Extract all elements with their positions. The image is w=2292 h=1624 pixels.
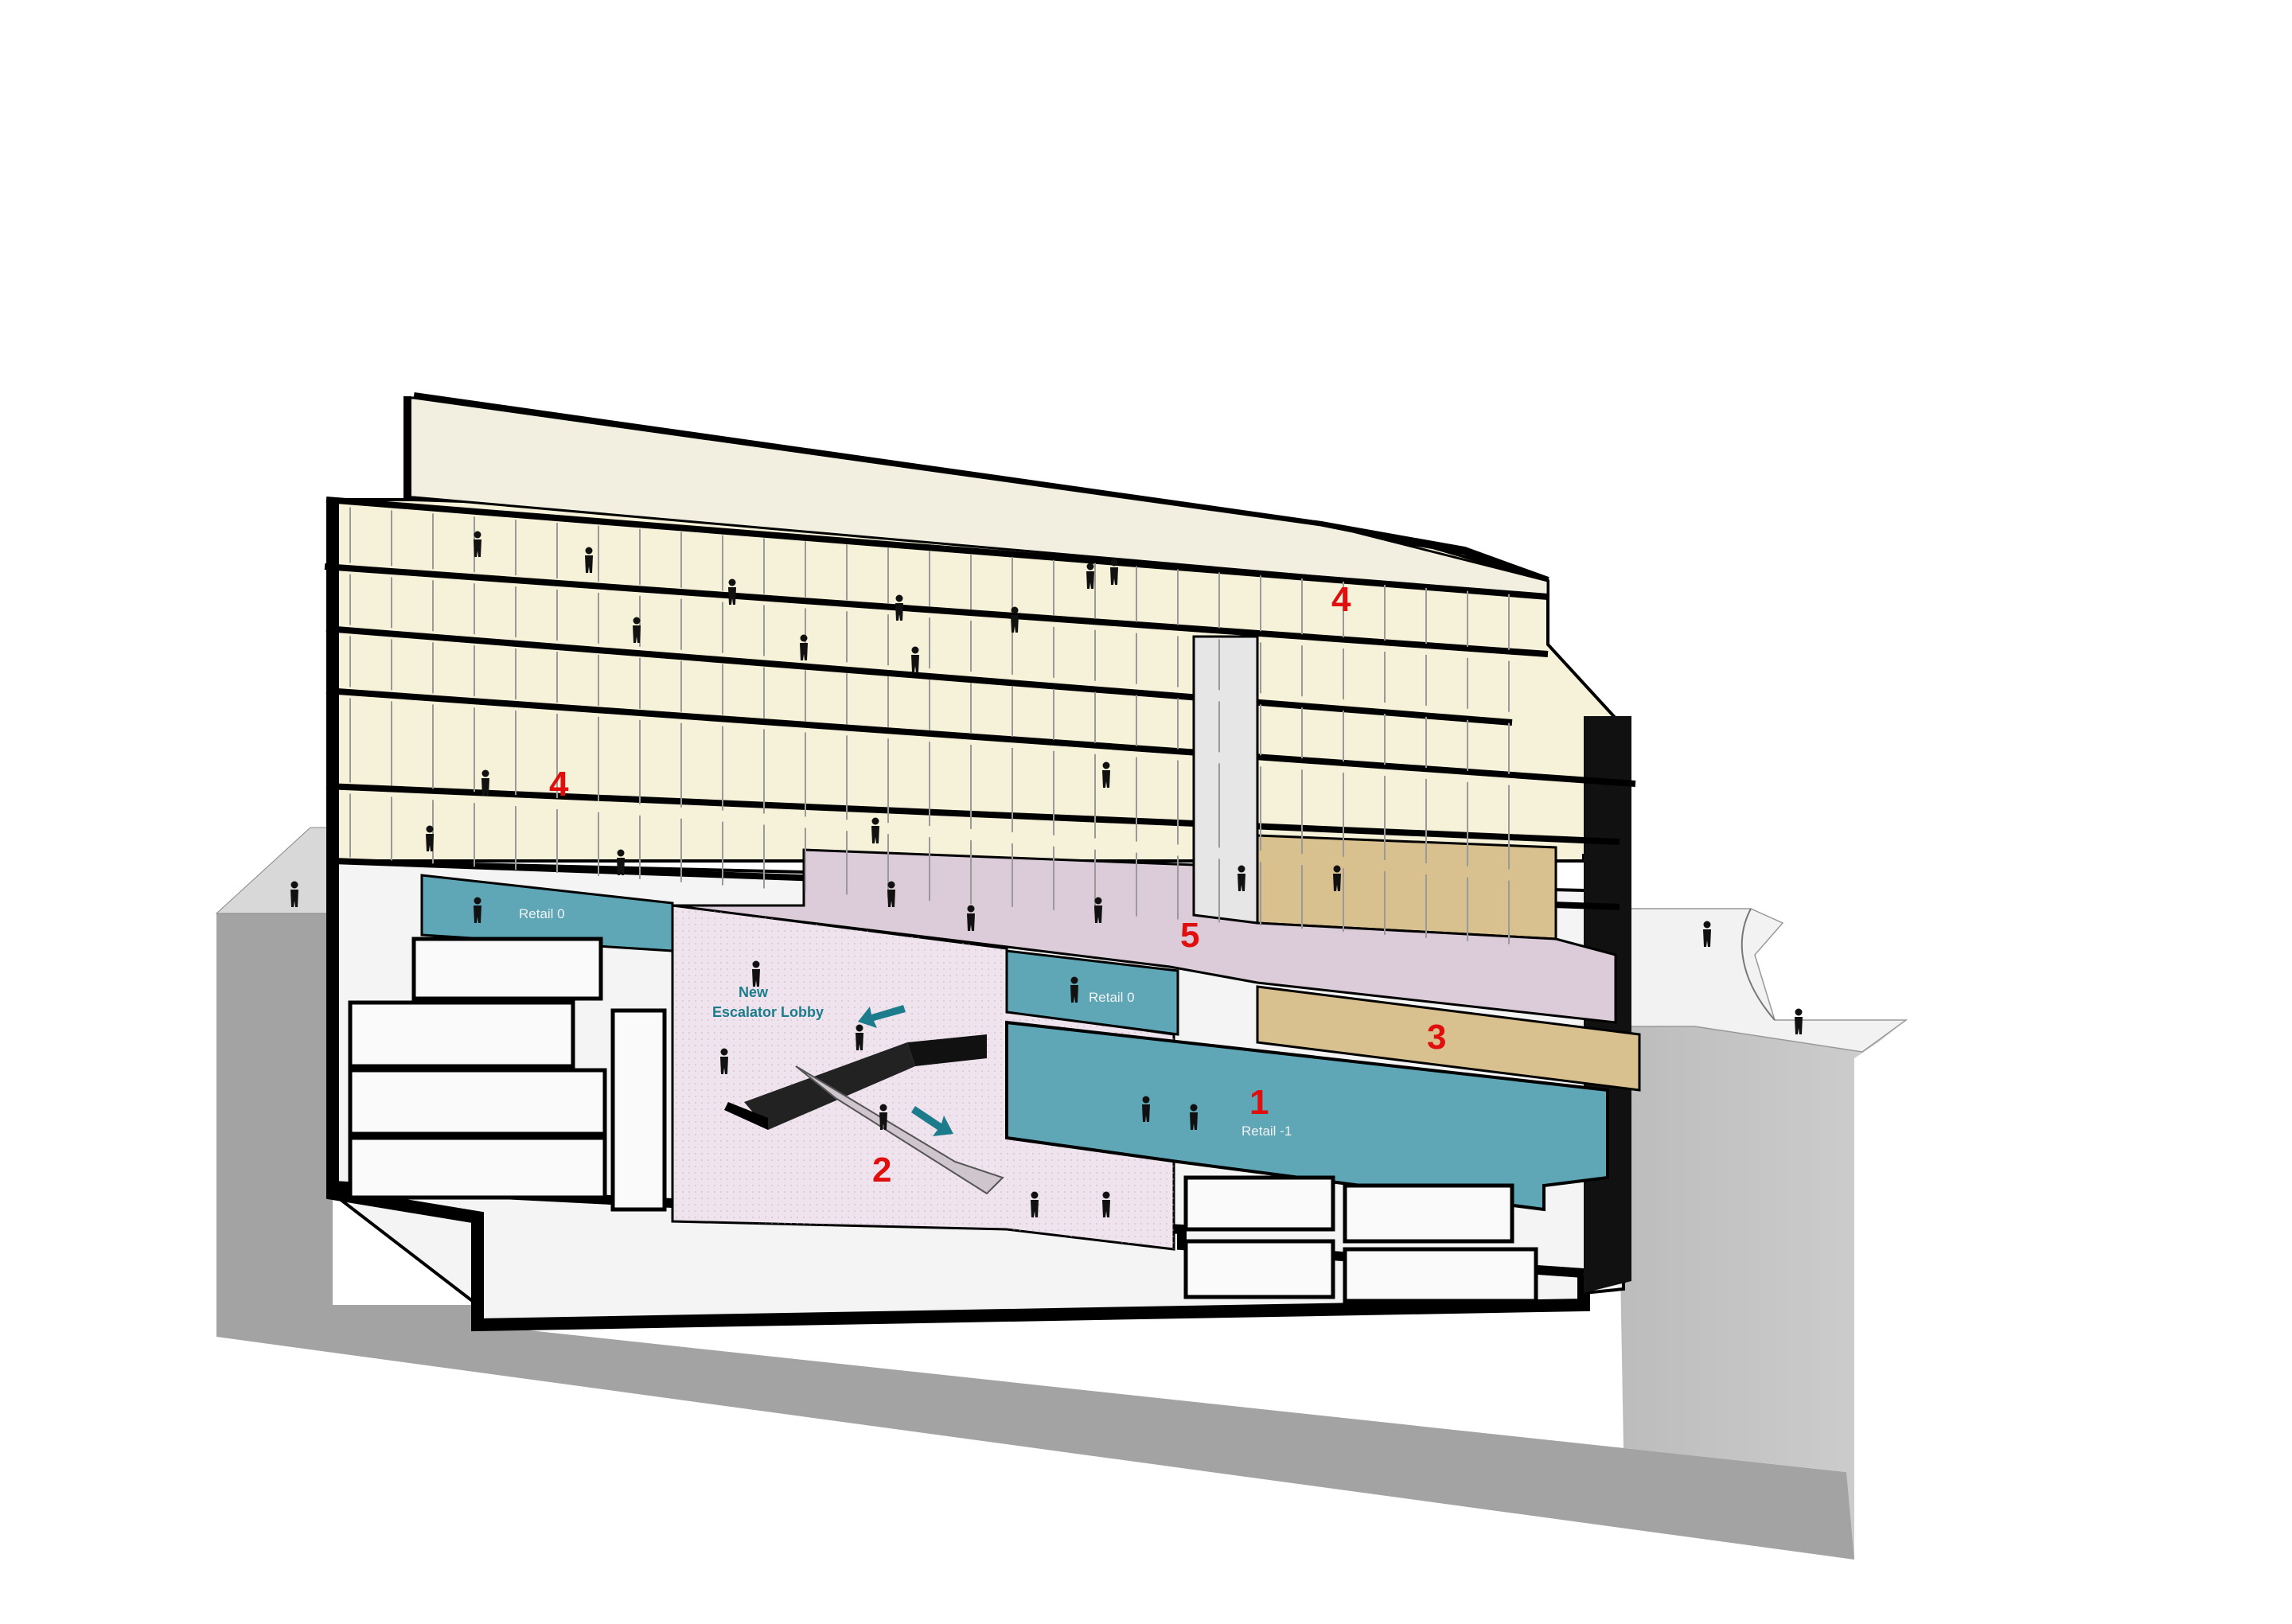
escalator-treads [795, 1065, 1004, 1195]
ground-right-face [1616, 999, 1906, 1560]
person-silhouette [1333, 865, 1341, 891]
person-silhouette [1110, 559, 1118, 585]
arrow-right-icon [911, 1106, 953, 1136]
person-silhouette [1102, 761, 1110, 788]
person-silhouette [481, 769, 489, 796]
marker-4-top: 4 [1331, 580, 1351, 619]
person-silhouette [426, 825, 434, 851]
ground-top-left [215, 827, 333, 914]
person-silhouette [856, 1024, 863, 1050]
person-silhouette [633, 617, 641, 643]
person-silhouette [1086, 563, 1094, 589]
person-silhouette [290, 881, 298, 907]
retail-0-left-zone [420, 874, 674, 952]
office-mullions [349, 507, 1510, 944]
retail-minus-1-label: Retail -1 [1242, 1124, 1292, 1139]
marker-1: 1 [1249, 1083, 1269, 1122]
lobby-arrows [858, 1005, 953, 1136]
person-silhouette [871, 817, 879, 843]
lobby-dots [672, 905, 1174, 1249]
lobby-callout-line2: Escalator Lobby [712, 1004, 824, 1020]
person-silhouette [1031, 1191, 1039, 1217]
person-silhouette [1094, 897, 1102, 923]
escalator-upper-landing [907, 1034, 987, 1066]
ground-top-right [1623, 908, 1908, 1053]
person-silhouette [617, 849, 625, 875]
escalator-lower [724, 1102, 768, 1130]
person-silhouette [728, 578, 736, 605]
person-silhouette [887, 881, 895, 907]
retail-0-left-label: Retail 0 [519, 906, 565, 921]
person-silhouette [1142, 1096, 1150, 1122]
people-silhouettes [290, 531, 1803, 1217]
lobby-callout-line1: New [739, 984, 769, 1000]
person-silhouette [1703, 921, 1711, 947]
person-silhouette [879, 1104, 887, 1130]
basement-rooms [348, 937, 1538, 1303]
person-silhouette [1011, 606, 1019, 633]
person-silhouette [585, 547, 593, 573]
person-silhouette [1795, 1008, 1803, 1034]
retail-0-right-label: Retail 0 [1089, 990, 1135, 1005]
person-silhouette [752, 960, 760, 987]
person-silhouette [800, 634, 808, 660]
marker-3: 3 [1427, 1018, 1446, 1057]
person-silhouette [1190, 1104, 1198, 1130]
person-silhouette [1070, 976, 1078, 1003]
ground-front-face [216, 913, 1854, 1560]
service-core [1192, 635, 1259, 925]
retail-0-right-zone [1005, 949, 1179, 1036]
person-silhouette [967, 905, 975, 931]
person-silhouette [1102, 1191, 1110, 1217]
marker-2: 2 [872, 1151, 891, 1190]
tan-block-lower [1256, 985, 1641, 1092]
marker-4-mid: 4 [549, 765, 569, 804]
escalator-lobby-zone [671, 904, 1175, 1251]
person-silhouette [720, 1048, 728, 1074]
person-silhouette [895, 594, 903, 621]
retail-zones [420, 874, 1609, 1212]
person-silhouette [1238, 865, 1245, 891]
sidewalk-curve [1740, 908, 1776, 1021]
arrow-left-icon [858, 1005, 906, 1028]
ground-block [215, 827, 1908, 1560]
person-silhouette [474, 531, 481, 557]
retail-minus-1-zone [1005, 1020, 1609, 1212]
person-silhouette [911, 646, 919, 672]
marker-5: 5 [1180, 916, 1199, 955]
person-silhouette [474, 897, 481, 923]
